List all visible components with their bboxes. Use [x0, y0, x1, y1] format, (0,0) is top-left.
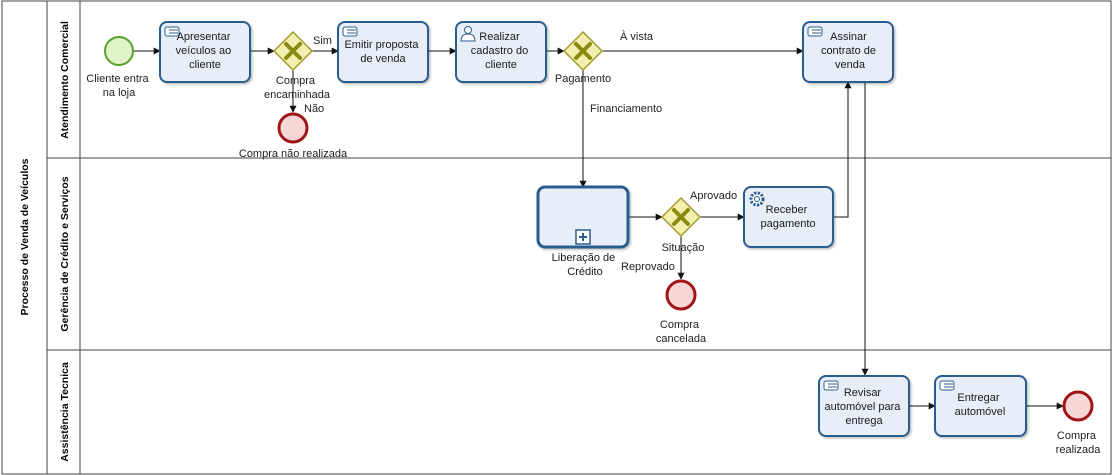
collapsed-subprocess-icon	[575, 229, 591, 245]
flow-labels: Sim Não À vista Financiamento Aprovado R…	[304, 30, 737, 273]
gateway-situacao[interactable]: Situação	[660, 196, 705, 254]
service-task-icon	[749, 191, 765, 207]
end-event-realizada[interactable]: Compra realizada	[1056, 390, 1102, 456]
lane-title-assistencia: Assistência Tecnica	[59, 362, 71, 462]
gateway-compra-encaminhada[interactable]: Compra encaminhada	[264, 30, 331, 101]
task-emitir-label: Emitir proposta de venda	[344, 39, 421, 65]
flow-label-aprovado: Aprovado	[690, 190, 737, 202]
task-entregar-label: Entregar automóvel	[955, 392, 1006, 418]
lane-assistencia: Assistência Tecnica	[59, 362, 71, 462]
task-assinar-contrato[interactable]: Assinar contrato de venda	[802, 21, 894, 83]
start-event-label: Cliente entra na loja	[86, 73, 151, 99]
gateway-pagamento-label: Pagamento	[555, 73, 611, 85]
lane-credito: Gerência de Crédito e Serviços	[59, 176, 71, 331]
gateway-compra-label: Compra encaminhada	[264, 75, 331, 101]
manual-task-icon	[823, 380, 839, 391]
end-event-cancelada-label: Compra cancelada	[656, 319, 707, 345]
end-event-nao-realizada-label: Compra não realizada	[239, 148, 348, 160]
subprocess-liberacao-credito[interactable]: Liberação de Crédito	[536, 185, 630, 278]
subprocess-liberacao-label: Liberação de Crédito	[552, 252, 619, 278]
start-event[interactable]: Cliente entra na loja	[86, 36, 151, 99]
task-revisar-label: Revisar automóvel para entrega	[825, 387, 904, 427]
lane-title-credito: Gerência de Crédito e Serviços	[59, 176, 71, 331]
sequence-flows	[134, 47, 1064, 410]
lane-title-atendimento: Atendimento Comercial	[59, 21, 71, 139]
end-event-nao-realizada[interactable]: Compra não realizada	[239, 112, 348, 160]
gateway-pagamento[interactable]: Pagamento	[555, 30, 611, 85]
task-assinar-label: Assinar contrato de venda	[821, 31, 879, 71]
exclusive-x-icon	[284, 42, 302, 60]
manual-task-icon	[164, 26, 180, 37]
end-event-realizada-label: Compra realizada	[1056, 430, 1102, 456]
lane-atendimento: Atendimento Comercial	[59, 21, 71, 139]
flow-label-a-vista: À vista	[620, 30, 654, 43]
task-apresentar-veiculos[interactable]: Apresentar veículos ao cliente	[159, 21, 251, 83]
exclusive-x-icon	[574, 42, 592, 60]
task-realizar-cadastro[interactable]: Realizar cadastro do cliente	[455, 21, 547, 83]
flow-receber-assinar	[833, 81, 852, 218]
manual-task-icon	[939, 380, 955, 391]
flow-label-financiamento: Financiamento	[590, 103, 662, 115]
task-apresentar-label: Apresentar veículos ao cliente	[176, 31, 235, 71]
task-cadastro-label: Realizar cadastro do cliente	[471, 31, 532, 71]
exclusive-x-icon	[672, 208, 690, 226]
flow-label-reprovado: Reprovado	[621, 261, 675, 273]
manual-task-icon	[342, 26, 358, 37]
manual-task-icon	[807, 26, 823, 37]
end-event-cancelada[interactable]: Compra cancelada	[656, 279, 707, 345]
pool-title: Processo de Venda de Veículos	[19, 158, 31, 315]
gateway-situacao-label: Situação	[662, 242, 705, 254]
flow-label-nao: Não	[304, 103, 324, 115]
task-entregar-automovel[interactable]: Entregar automóvel	[934, 375, 1027, 437]
task-receber-pagamento[interactable]: Receber pagamento	[743, 186, 834, 248]
task-emitir-proposta[interactable]: Emitir proposta de venda	[337, 21, 429, 83]
flow-label-sim: Sim	[313, 35, 332, 47]
task-receber-label: Receber pagamento	[760, 204, 815, 230]
user-task-icon	[460, 26, 476, 42]
task-revisar-automovel[interactable]: Revisar automóvel para entrega	[818, 375, 910, 437]
